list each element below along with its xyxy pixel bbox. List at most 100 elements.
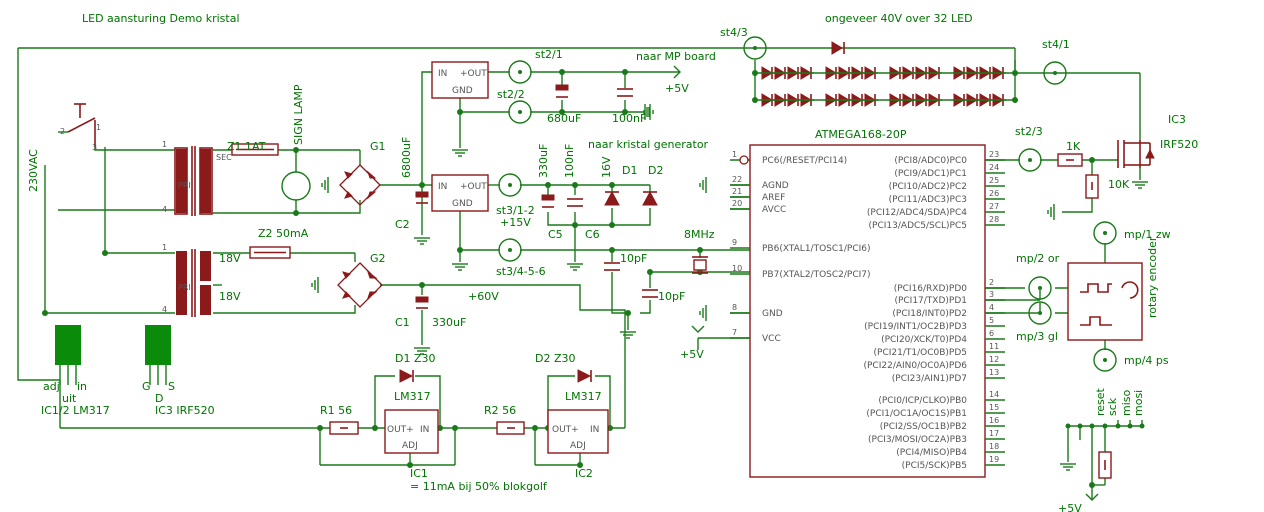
transformer-2 xyxy=(176,249,211,317)
fuse-z1 xyxy=(231,143,279,156)
pf10a-label: 10pF xyxy=(620,252,647,265)
c100n2-label: 100nF xyxy=(612,112,646,125)
pad-mp4: mp/4 ps xyxy=(1124,354,1169,367)
plus15-label: +15V xyxy=(500,216,531,229)
uit-label: uit xyxy=(62,392,77,405)
regulator-1 xyxy=(431,61,489,99)
mosi-label: mosi xyxy=(1132,390,1145,416)
reg1-in: IN xyxy=(438,69,447,79)
mcu-pin-number: 4 xyxy=(989,303,994,312)
mcu-pin-number: 1 xyxy=(732,150,737,159)
fuse-z2 xyxy=(249,246,291,259)
lm317a-label: LM317 xyxy=(394,390,431,403)
irf-label: IRF520 xyxy=(1160,138,1198,151)
d2z30-label: D2 Z30 xyxy=(535,352,576,365)
mcu-pin-number: 3 xyxy=(989,290,994,299)
title-label: LED aansturing Demo kristal xyxy=(82,12,240,25)
mcu-pin-number: 13 xyxy=(989,368,999,377)
resistors xyxy=(329,153,1112,479)
mcu-pin-number: 17 xyxy=(989,429,999,438)
c2-label: C2 xyxy=(395,218,410,231)
mcu-pin-label: AREF xyxy=(762,193,785,203)
s-pin-label: S xyxy=(168,380,175,393)
r1-label: R1 56 xyxy=(320,404,352,417)
mcu-pin-label: (PCI10/ADC2)PC2 xyxy=(889,182,967,192)
mcu-pin-number: 9 xyxy=(732,238,737,247)
c1-label: C1 xyxy=(395,316,410,329)
r10k-label: 10K xyxy=(1108,178,1130,191)
switch-pin-1: 1 xyxy=(96,123,101,132)
mcu-pin-number: 23 xyxy=(989,150,999,159)
pad-st4-3: st4/3 xyxy=(720,26,748,39)
miso-label: miso xyxy=(1120,389,1133,416)
mcu-pin-label: (PCI22/AIN0/OC0A)PD6 xyxy=(863,361,967,371)
reg2-in: IN xyxy=(438,182,447,192)
isp-pins xyxy=(1085,420,1143,501)
sign-lamp-label: SIGN LAMP xyxy=(292,84,305,145)
switch-pin-3: 3 xyxy=(92,143,97,152)
g1-label: G1 xyxy=(370,140,386,153)
led-single xyxy=(831,41,845,55)
kristal-gen-label: naar kristal generator xyxy=(588,138,709,151)
lm1-adj: ADJ xyxy=(402,441,418,451)
sck-label: sck xyxy=(1106,397,1119,416)
mcu-pin-label: (PCI9/ADC1)PC1 xyxy=(894,169,967,179)
lm1-out: OUT+ xyxy=(387,425,414,435)
led-note: ongeveer 40V over 32 LED xyxy=(825,12,973,25)
mcu-pin-label: PB6(XTAL1/TOSC1/PCI6) xyxy=(762,244,871,254)
mcu-pin-label: (PCI20/XCK/T0)PD4 xyxy=(881,335,967,345)
rectifier-g2 xyxy=(337,262,383,308)
lm2-in: IN xyxy=(590,425,599,435)
reg2-gnd: GND xyxy=(452,199,473,209)
mcu-pin-label: (PCI23/AIN1)PD7 xyxy=(892,374,967,384)
mcu-pin-label: PC6(/RESET/PCI14) xyxy=(762,156,847,166)
mcu-pin-number: 25 xyxy=(989,176,999,185)
mcu-pin-label: GND xyxy=(762,309,783,319)
switch-pin-2: 2 xyxy=(60,127,65,136)
mcu-pin-label: VCC xyxy=(762,334,781,344)
rotary-label: rotary encoder xyxy=(1146,236,1159,318)
pads xyxy=(281,36,1117,372)
mcu-pin-number: 16 xyxy=(989,416,999,425)
mcu-pin-label: (PCI8/ADC0)PC0 xyxy=(894,156,967,166)
pad-st2-2: st2/2 xyxy=(497,88,525,101)
c680-label: 680uF xyxy=(547,112,581,125)
reset-label: reset xyxy=(1094,387,1107,416)
g2-label: G2 xyxy=(370,252,386,265)
reg1-out: +OUT xyxy=(460,69,487,79)
pad-mp2: mp/2 or xyxy=(1016,252,1060,265)
lm317b-label: LM317 xyxy=(565,390,602,403)
mcu-pin-number: 14 xyxy=(989,390,999,399)
mcu-pin-number: 12 xyxy=(989,355,999,364)
t2-pin-4: 4 xyxy=(162,305,167,314)
c1-330-label: 330uF xyxy=(432,316,466,329)
mcu-pin-label: (PCI11/ADC3)PC3 xyxy=(889,195,967,205)
ic3-label: IC3 IRF520 xyxy=(155,404,215,417)
mcu-pin-number: 18 xyxy=(989,442,999,451)
mcu-left-pins: PC6(/RESET/PCI14)1AGND22AREF21AVCC20PB6(… xyxy=(730,150,871,344)
mhz8-label: 8MHz xyxy=(684,228,715,241)
mcu-pin-label: (PCI2/SS/OC1B)PB2 xyxy=(880,422,967,432)
ground-symbol-mp xyxy=(644,104,654,120)
mcu-pin-number: 19 xyxy=(989,455,999,464)
v18a-label: 18V xyxy=(219,252,241,265)
t1-pri-label: PRI xyxy=(178,181,191,190)
d1z30-label: D1 Z30 xyxy=(395,352,436,365)
pad-st3-12: st3/1-2 xyxy=(496,204,535,217)
t2-pri-label: PRI xyxy=(178,283,191,292)
zener-lm xyxy=(399,369,592,383)
mcu: PC6(/RESET/PCI14)1AGND22AREF21AVCC20PB6(… xyxy=(730,128,1005,478)
vcc-arrows xyxy=(673,65,705,333)
mcu-pin-label: (PCI0/ICP/CLKO)PB0 xyxy=(878,396,967,406)
z1-label: Z1 1AT xyxy=(227,140,266,153)
pad-st3-456: st3/4-5-6 xyxy=(496,265,546,278)
regulator-2 xyxy=(431,174,489,212)
rectifier-g1 xyxy=(339,164,381,206)
ground-symbols xyxy=(311,103,1149,471)
mcu-pin-label: (PCI17/TXD)PD1 xyxy=(894,296,967,306)
pf10b-label: 10pF xyxy=(658,290,685,303)
mcu-pin-label: (PCI13/ADC5/SCL)PC5 xyxy=(869,221,967,231)
mcu-pin-label: (PCI16/RXD)PD0 xyxy=(894,284,968,294)
mcu-pin-number: 5 xyxy=(989,316,994,325)
d-pin-label: D xyxy=(155,392,163,405)
